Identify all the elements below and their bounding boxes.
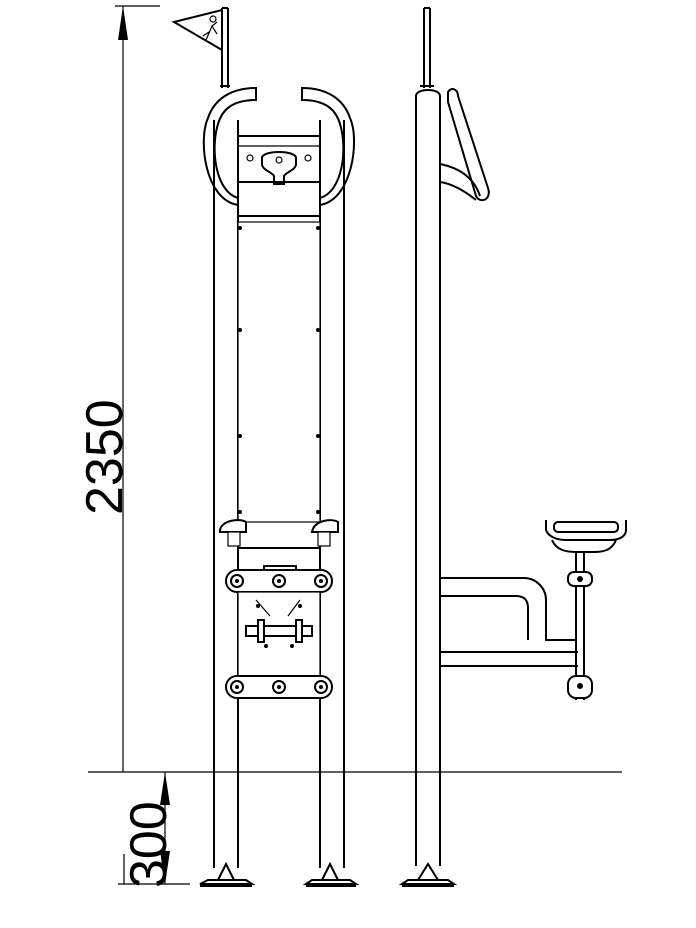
arrowhead-down-icon	[160, 851, 170, 884]
base-plate-right	[302, 861, 360, 887]
side-top-post	[420, 7, 434, 88]
lower-stop-right	[310, 519, 339, 547]
arrowhead-up-icon	[160, 772, 170, 805]
side-base-plate	[398, 862, 458, 887]
top-bracket-plate	[237, 135, 321, 185]
back-panel	[237, 221, 321, 523]
front-post-right	[319, 120, 345, 868]
overall-height-label: 2350	[76, 399, 134, 515]
seat	[545, 520, 627, 553]
exercise-pictogram-icon	[202, 15, 218, 41]
side-main-post	[415, 89, 441, 866]
lower-stop-left	[219, 519, 247, 547]
foundation-depth-label: 300	[120, 801, 178, 888]
side-view	[398, 7, 627, 887]
front-post-left	[213, 120, 239, 868]
dimension-foundation-depth	[118, 772, 190, 885]
dimension-overall-height	[115, 5, 160, 772]
side-handle	[439, 88, 490, 202]
sliding-carriage	[225, 565, 333, 699]
seat-support-frame	[440, 577, 578, 667]
front-view	[171, 7, 360, 887]
flag-sign	[171, 7, 230, 88]
base-plate-left	[199, 861, 256, 887]
seat-linkage	[567, 552, 593, 700]
arrowhead-up-icon	[118, 6, 128, 40]
